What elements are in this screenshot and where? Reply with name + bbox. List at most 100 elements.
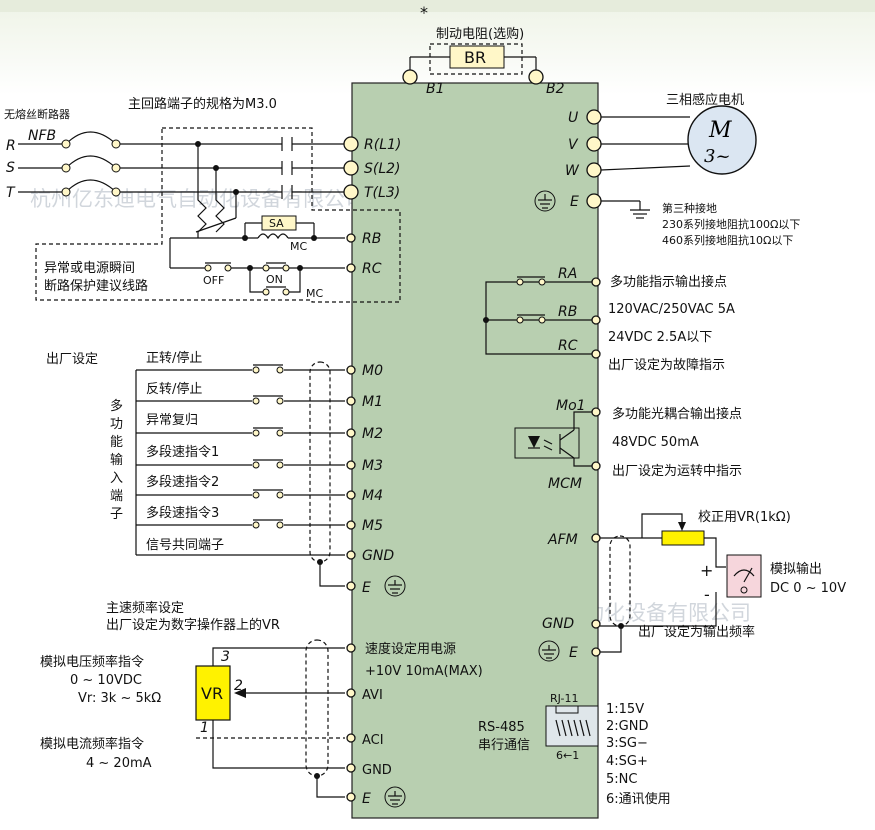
terminal-left-12 [346, 763, 356, 773]
afm-factory: 出厂设定为输出频率 [638, 624, 755, 640]
terminal-rc [346, 263, 356, 273]
motor-circle [687, 105, 757, 175]
label-m4: M4 [362, 488, 383, 504]
label-t: T(L3) [364, 185, 400, 201]
supply-line-1: 速度设定用电源 [365, 641, 456, 657]
meter-plus: + [700, 561, 713, 580]
rj-pin-5: 5:NC [606, 772, 637, 787]
b1-label: B1 [426, 81, 445, 97]
supply-line-2: +10V 10mA(MAX) [365, 664, 483, 679]
terminal-w [586, 162, 602, 178]
label-mo1: Mo1 [556, 398, 586, 414]
label-aci: ACI [362, 733, 384, 748]
terminal-rb [346, 233, 356, 243]
rj-pin-3: 3:SG− [606, 736, 648, 751]
label-avi: AVI [362, 688, 383, 703]
label-m3: M3 [362, 458, 383, 474]
volt-line-2: 0 ~ 10VDC [70, 673, 142, 688]
afm-vr-label: 校正用VR(1kΩ) [698, 509, 791, 525]
volt-line-3: Vr: 3k ~ 5kΩ [78, 691, 161, 706]
serial-label: 串行通信 [478, 738, 530, 753]
label-w: W [565, 163, 580, 179]
motor-sub: 3~ [704, 146, 731, 167]
rj-pin-2: 2:GND [606, 719, 648, 734]
terminal-left-10 [346, 688, 356, 698]
label-m5: M5 [362, 518, 383, 534]
b2-label: B2 [546, 81, 565, 97]
cur-line-2: 4 ~ 20mA [86, 756, 152, 771]
shield-inputs [309, 361, 331, 563]
terminal-r [343, 136, 359, 152]
label-afm: AFM [547, 532, 578, 548]
analog-title-1: 主速频率设定 [106, 600, 184, 616]
vertical-char-7: 子 [110, 507, 123, 522]
mc-label-2: MC [306, 287, 323, 300]
relay-note-1: 多功能指示输出接点 [610, 274, 727, 290]
relay-note-3: 24VDC 2.5A以下 [608, 330, 712, 345]
terminal-left-1 [346, 365, 356, 375]
label-m1: M1 [362, 394, 383, 410]
terminal-left-11 [346, 733, 356, 743]
label-mcm: MCM [548, 476, 582, 492]
protect-line2: 断路保护建议线路 [44, 278, 148, 294]
label-rb: RB [362, 231, 381, 247]
terminal-mo1 [591, 407, 601, 417]
input-label-1: 正转/停止 [146, 350, 202, 366]
drive-body [351, 82, 599, 819]
vr-pin-1: 1 [200, 720, 209, 736]
terminal-ra [591, 277, 601, 287]
input-label-3: 异常复归 [146, 413, 198, 428]
terminal-b2 [528, 69, 544, 85]
vertical-char-4: 输 [110, 452, 123, 468]
input-label-5: 多段速指令2 [146, 474, 219, 490]
rj11-hint: 6←1 [556, 749, 579, 762]
protection-dashed-box [35, 127, 401, 303]
analog-meter [726, 554, 762, 598]
label-ra: RA [558, 266, 577, 282]
mc-label-1: MC [290, 240, 307, 253]
shield-afm [609, 535, 631, 627]
input-label-2: 反转/停止 [146, 381, 202, 397]
motor-title: 三相感应电机 [666, 92, 744, 108]
rj11-label: RJ-11 [550, 692, 578, 705]
phase-t: T [6, 185, 16, 201]
br-label: BR [464, 48, 486, 67]
label-s: S(L2) [364, 161, 401, 177]
label-e-afm: E [569, 645, 578, 661]
br-title: 制动电阻(选购) [436, 26, 524, 42]
vr-label: VR [201, 684, 223, 703]
off-label: OFF [203, 274, 224, 287]
terminal-left-9 [346, 643, 356, 653]
label-v: V [568, 137, 579, 153]
terminal-e-motor [586, 193, 602, 209]
cur-line-1: 模拟电流频率指令 [40, 736, 144, 752]
label-rb-relay: RB [558, 304, 577, 320]
meter-minus: - [704, 585, 710, 604]
terminal-gnd-afm [591, 619, 601, 629]
photo-note-1: 多功能光耦合输出接点 [612, 406, 742, 422]
protect-line1: 异常或电源瞬间 [44, 261, 135, 276]
shield-analog [305, 639, 329, 777]
label-r: R(L1) [364, 137, 401, 153]
ground-note-1: 第三种接地 [662, 201, 717, 215]
terminal-afm [591, 533, 601, 543]
vertical-char-6: 端 [110, 489, 123, 504]
inputs-factory: 出厂设定 [46, 352, 98, 367]
terminal-left-13 [346, 792, 356, 802]
terminal-left-5 [346, 490, 356, 500]
vertical-char-1: 多 [110, 398, 123, 414]
ground-note-2: 230系列接地阻抗100Ω以下 [662, 217, 800, 231]
phase-s: S [6, 160, 15, 176]
label-e-motor: E [570, 194, 579, 210]
terminal-rc-relay [591, 349, 601, 359]
label-gnd-afm: GND [542, 616, 574, 632]
terminal-left-6 [346, 520, 356, 530]
label-e-analog: E [362, 791, 371, 807]
input-label-4: 多段速指令1 [146, 444, 219, 460]
terminal-left-2 [346, 396, 356, 406]
ground-note-3: 460系列接地阻抗10Ω以下 [662, 233, 793, 247]
volt-line-1: 模拟电压频率指令 [40, 654, 144, 670]
input-label-6: 多段速指令3 [146, 505, 219, 521]
